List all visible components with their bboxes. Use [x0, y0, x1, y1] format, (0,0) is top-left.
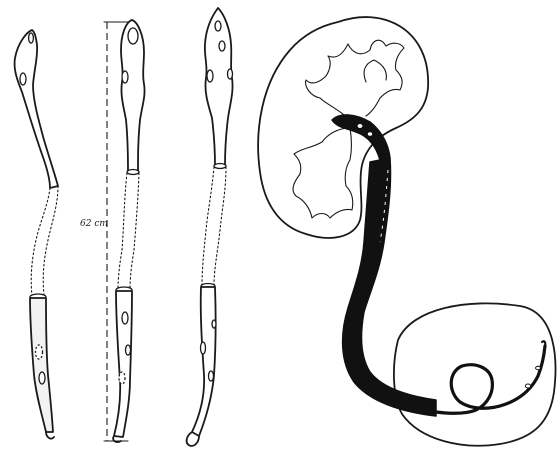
stent-3-side-hole-a [219, 41, 225, 51]
stent-1-lower-segment [30, 298, 53, 432]
stent-diagram-3 [187, 8, 233, 446]
stent-2-side-hole [122, 71, 128, 83]
stent-1-side-hole [20, 73, 26, 85]
stent-3-side-hole-b [207, 70, 213, 82]
stent-2-dotted-connection-left [118, 173, 127, 290]
stent-3-cut-end-top [214, 164, 226, 169]
stent-3-lower-segment [192, 287, 216, 436]
stent-proximal-hole-b [368, 132, 372, 136]
stent-1-dotted-connection-left [31, 188, 50, 296]
stent-2-lower-hole-a [122, 312, 128, 324]
stent-3-lower-hole-b [209, 371, 214, 381]
stent-1-upper-segment [15, 30, 58, 188]
stent-diagram-2 [113, 20, 144, 442]
stent-3-tip-opening [215, 21, 221, 31]
stent-proximal-coil-black [332, 115, 390, 160]
stent-distal-hole-a [525, 384, 530, 388]
stent-1-tip-opening [29, 33, 34, 43]
length-measure-label: 62 cm [80, 219, 108, 229]
stent-1-lower-hole-a [36, 345, 43, 359]
stent-3-side-hole-c [228, 69, 233, 79]
stent-2-lower-hole-c [119, 372, 125, 384]
stent-1-dotted-connection-right [43, 186, 58, 294]
stent-2-lower-hole-b [126, 345, 131, 355]
stent-3-lower-hole-c [212, 320, 216, 328]
stent-2-cut-end-top [127, 170, 139, 175]
kidney-ureter-bladder-diagram [258, 17, 555, 446]
stent-3-dotted-connection-right [214, 167, 226, 286]
stent-1-lower-tip [46, 432, 54, 439]
stent-2-tip-opening [128, 28, 138, 44]
stent-distal-loop [436, 346, 545, 413]
stent-2-dotted-connection-right [130, 173, 139, 290]
stent-ureteral-shaft-black [343, 158, 436, 416]
bladder-outline [394, 303, 556, 445]
stent-3-dotted-connection-left [202, 167, 214, 286]
stent-diagram-1 [15, 30, 58, 439]
stent-3-lower-hole-a [201, 342, 206, 354]
renal-calyx-upper-right [364, 60, 386, 82]
stent-1-lower-hole-b [39, 372, 45, 384]
stent-3-upper-segment [205, 8, 233, 166]
stent-proximal-hole-a [358, 124, 363, 128]
stent-distal-hole-b [536, 366, 541, 370]
